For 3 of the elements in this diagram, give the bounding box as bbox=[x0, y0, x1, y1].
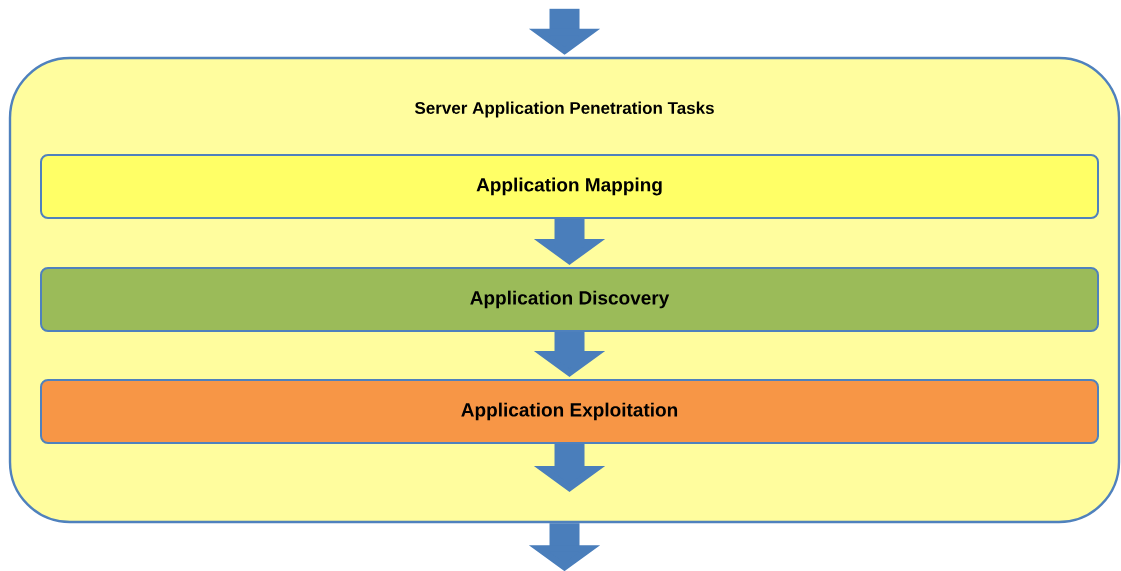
process-box: Application Discovery bbox=[40, 267, 1099, 332]
process-box: Application Mapping bbox=[40, 154, 1099, 219]
process-box: Application Exploitation bbox=[40, 379, 1099, 444]
